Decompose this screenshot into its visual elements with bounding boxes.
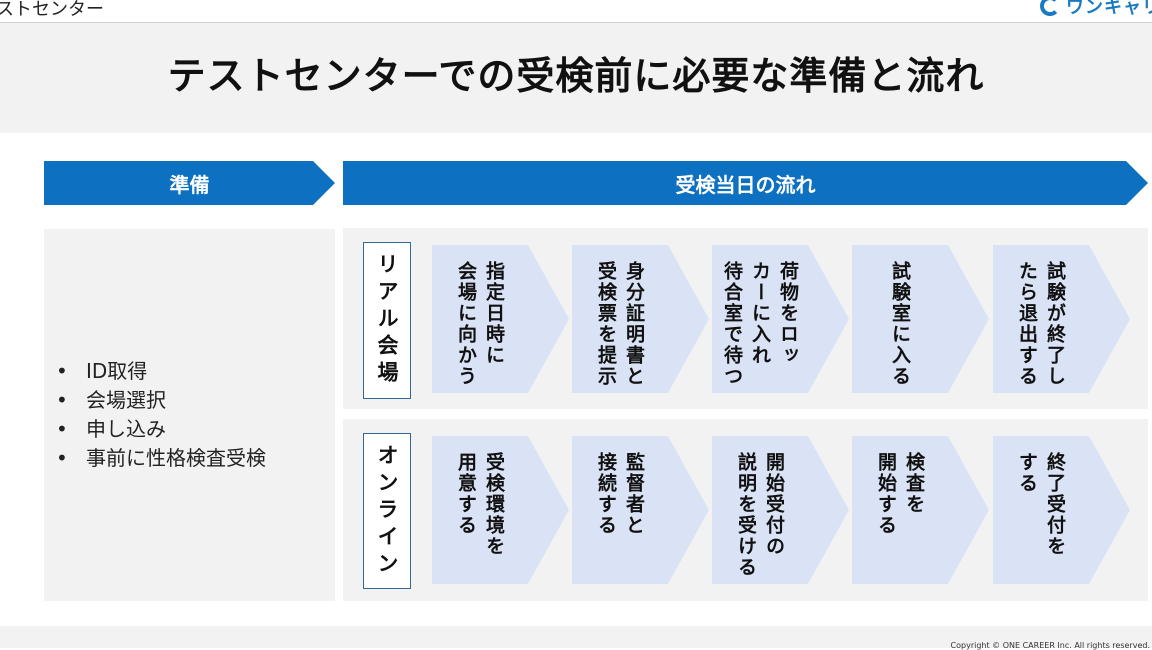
top-bar: ストセンター ワンキャリア	[0, 0, 1152, 23]
bullet-icon: •	[56, 359, 68, 383]
step-text: 荷物をロッ カーに入れ 待合室で待つ	[721, 261, 799, 387]
step-text: 監督者と 接続する	[595, 452, 645, 536]
page-title: テストセンターでの受検前に必要な準備と流れ	[167, 54, 985, 98]
prep-panel: • ID取得 • 会場選択 • 申し込み • 事前に性格検査受検	[44, 229, 335, 601]
step-chevron: 受検環境を 用意する	[432, 436, 569, 584]
prep-heading-arrow: 準備	[44, 161, 335, 205]
step-chevron: 指定日時に 会場に向かう	[432, 245, 569, 393]
step-text: 試験室に入る	[889, 261, 911, 387]
prep-item: • ID取得	[54, 357, 266, 386]
prep-item-text: 事前に性格検査受検	[86, 446, 266, 470]
step-text: 終了受付を する	[1016, 452, 1066, 557]
step-chevron: 監督者と 接続する	[572, 436, 709, 584]
section-title: ストセンター	[0, 0, 104, 20]
step-chevron: 試験が終了し たら退出する	[993, 245, 1130, 393]
flow-row-online: オンライン 受検環境を 用意する 監督者と 接続する 開始受付の 説明を受ける …	[343, 419, 1148, 601]
bullet-icon: •	[56, 417, 68, 441]
copyright-text: Copyright © ONE CAREER Inc. All rights r…	[950, 641, 1150, 650]
prep-item-text: ID取得	[86, 359, 148, 383]
title-band: テストセンターでの受検前に必要な準備と流れ	[0, 23, 1152, 133]
footer-band: Copyright © ONE CAREER Inc. All rights r…	[0, 626, 1152, 650]
brand-logo-icon	[1040, 0, 1060, 16]
row-label-real: リアル会場	[363, 242, 411, 399]
step-chevron: 終了受付を する	[993, 436, 1130, 584]
step-chevron: 検査を 開始する	[852, 436, 989, 584]
row-label-online: オンライン	[363, 433, 411, 589]
step-text: 検査を 開始する	[875, 452, 925, 536]
prep-item: • 事前に性格検査受検	[54, 444, 266, 473]
step-text: 開始受付の 説明を受ける	[735, 452, 785, 578]
brand-name: ワンキャリア	[1066, 0, 1152, 18]
flow-row-real: リアル会場 指定日時に 会場に向かう 身分証明書と 受検票を提示 荷物をロッ カ…	[343, 228, 1148, 409]
bullet-icon: •	[56, 388, 68, 412]
brand-logo: ワンキャリア	[1040, 0, 1152, 18]
step-text: 指定日時に 会場に向かう	[455, 261, 505, 387]
prep-item: • 会場選択	[54, 386, 266, 415]
prep-item-text: 申し込み	[86, 417, 166, 441]
flow-heading: 受検当日の流れ	[675, 172, 816, 197]
prep-heading: 準備	[169, 172, 210, 197]
step-text: 身分証明書と 受検票を提示	[595, 261, 645, 387]
prep-item-text: 会場選択	[86, 388, 166, 412]
step-chevron: 試験室に入る	[852, 245, 989, 393]
step-text: 受検環境を 用意する	[455, 452, 505, 557]
step-text: 試験が終了し たら退出する	[1016, 261, 1066, 387]
step-chevron: 開始受付の 説明を受ける	[712, 436, 849, 584]
prep-item: • 申し込み	[54, 415, 266, 444]
prep-list: • ID取得 • 会場選択 • 申し込み • 事前に性格検査受検	[54, 357, 266, 473]
bullet-icon: •	[56, 446, 68, 470]
flow-heading-arrow: 受検当日の流れ	[343, 161, 1148, 205]
step-chevron: 身分証明書と 受検票を提示	[572, 245, 709, 393]
step-chevron: 荷物をロッ カーに入れ 待合室で待つ	[712, 245, 849, 393]
